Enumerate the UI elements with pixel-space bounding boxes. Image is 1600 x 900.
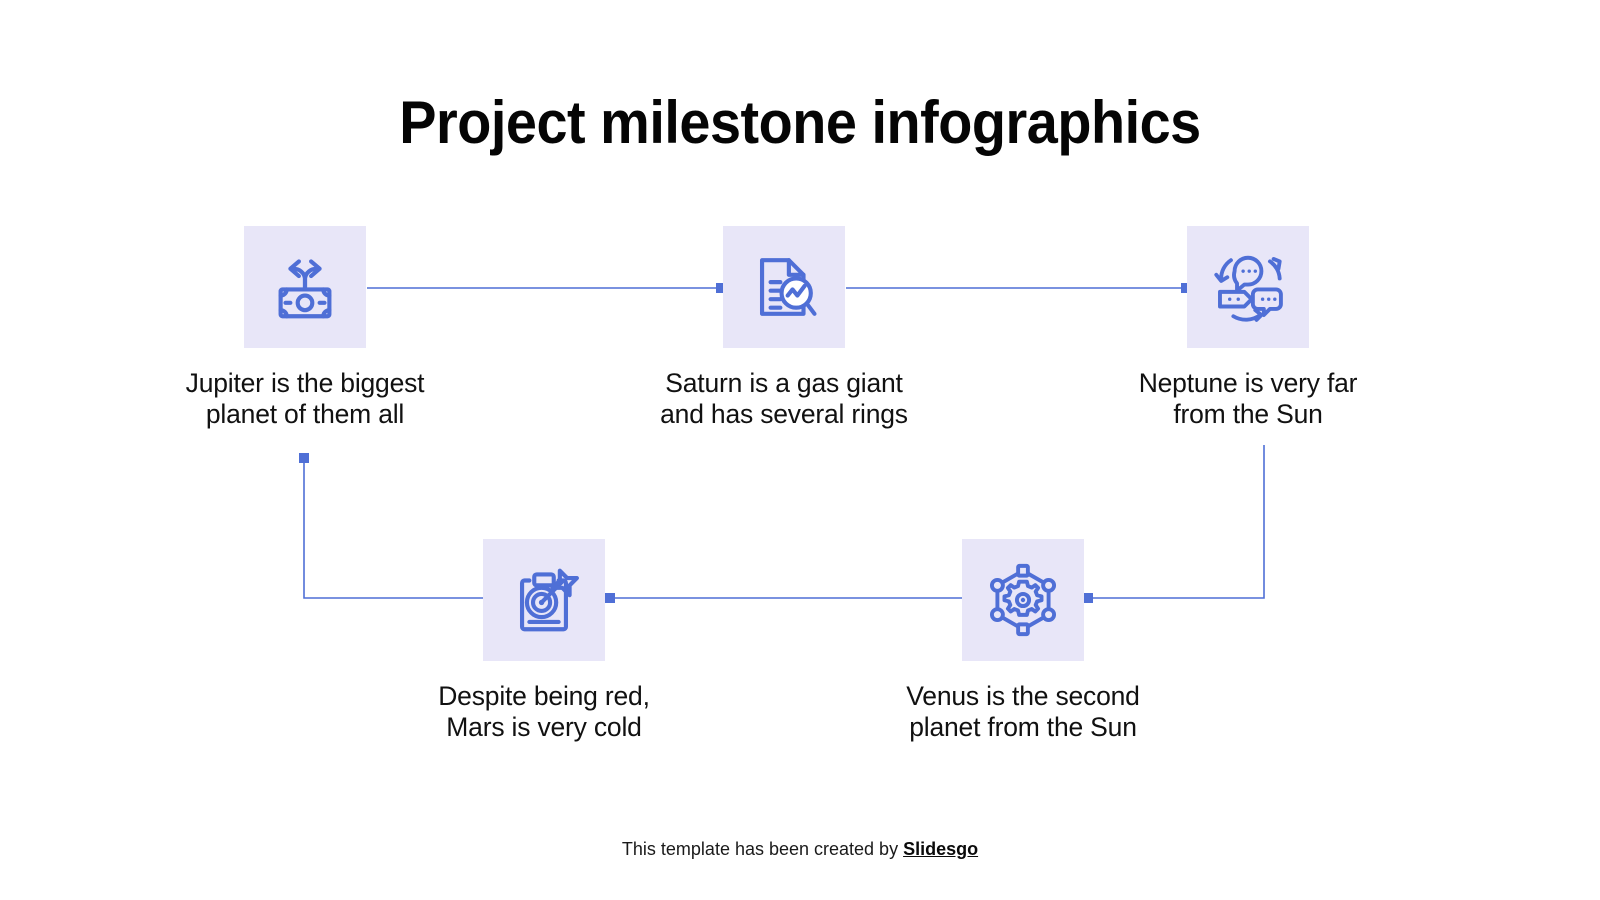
milestone-5-label: Venus is the second planet from the Sun [906,681,1140,742]
milestone-2-icon-box [723,226,845,348]
money-branching-arrows-icon [278,259,332,319]
page-title: Project milestone infographics [399,89,1201,156]
milestone-5-icon-box [962,539,1084,661]
milestone-node-1[interactable]: Jupiter is the biggest planet of them al… [165,226,445,430]
footer-credit: This template has been created by Slides… [0,839,1600,860]
milestone-node-2[interactable]: Saturn is a gas giant and has several ri… [644,226,924,430]
milestone-4-icon-box [483,539,605,661]
milestone-node-3[interactable]: Neptune is very far from the Sun [1108,226,1388,430]
milestone-3-label: Neptune is very far from the Sun [1138,368,1358,429]
milestone-4-label: Despite being red, Mars is very cold [438,681,650,742]
milestone-3-icon-box [1187,226,1309,348]
milestone-2-label: Saturn is a gas giant and has several ri… [660,368,908,429]
document-analysis-magnifier-icon [759,258,817,316]
speech-bubbles-cycle-icon [1214,255,1283,322]
milestone-node-5[interactable]: Venus is the second planet from the Sun [883,539,1163,743]
milestone-node-4[interactable]: Despite being red, Mars is very cold [404,539,684,743]
milestone-1-icon-box [244,226,366,348]
connector-arrow-head-5 [299,453,309,463]
milestone-1-label: Jupiter is the biggest planet of them al… [185,368,425,429]
slidesgo-link[interactable]: Slidesgo [903,839,979,859]
footer-prefix-text: This template has been created by [621,839,904,859]
gear-network-hexagon-icon [989,563,1057,637]
clipboard-target-arrow-icon [519,568,579,632]
